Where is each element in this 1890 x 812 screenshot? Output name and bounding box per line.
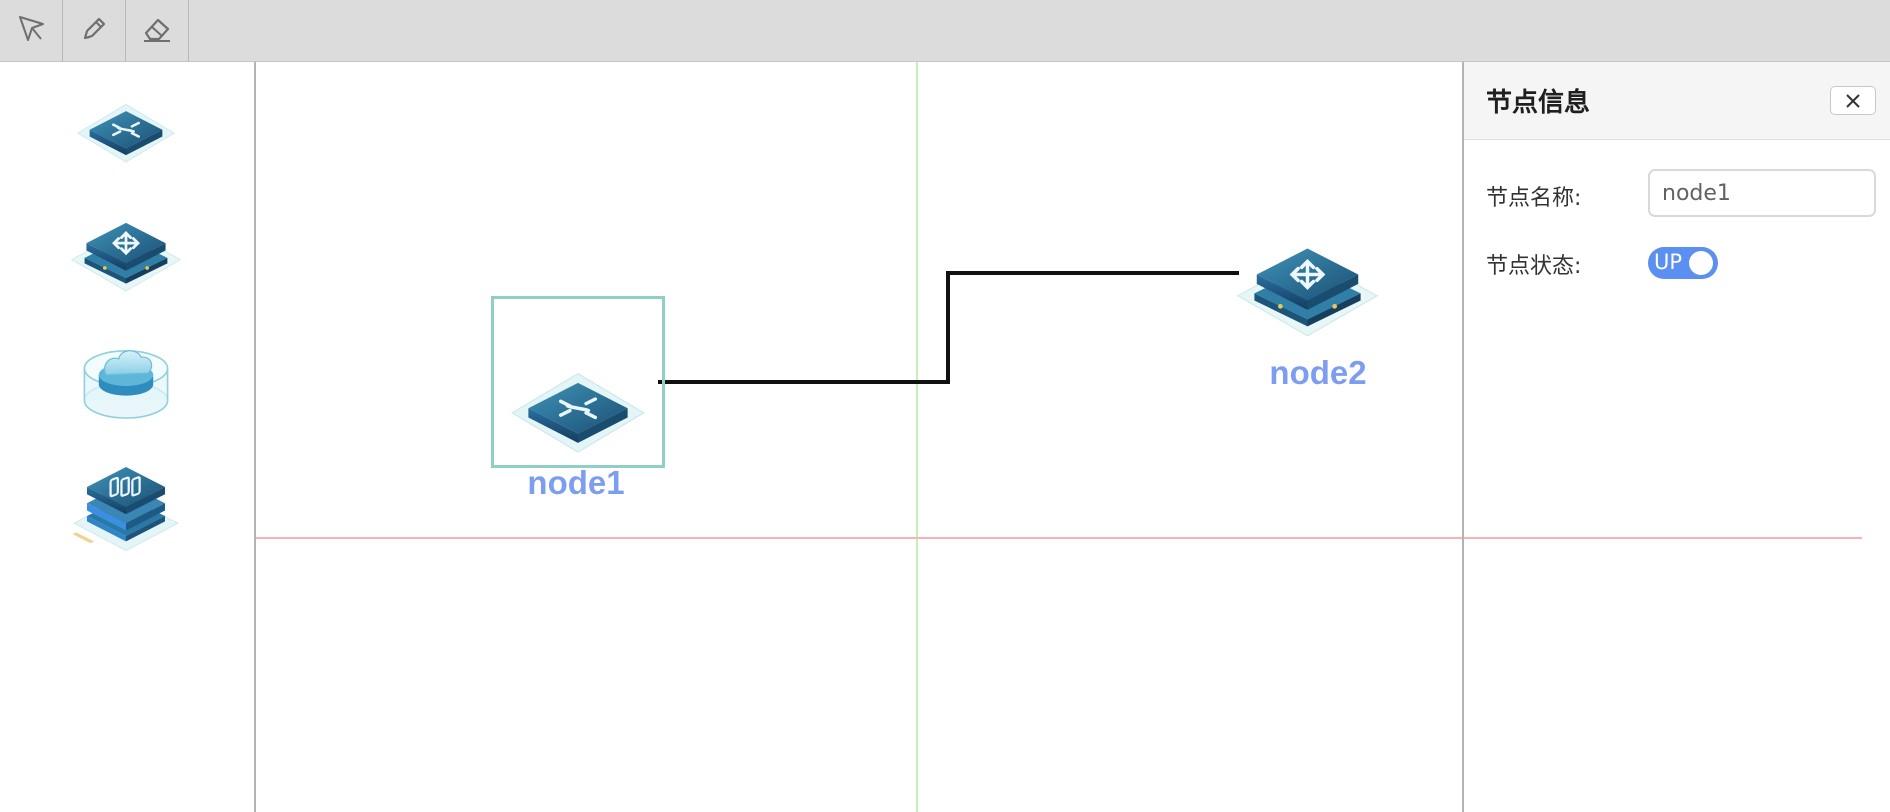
panel-title: 节点信息 <box>1486 88 1591 118</box>
router-device-icon <box>1230 232 1385 350</box>
palette-item-switch[interactable] <box>62 80 190 188</box>
palette-item-router[interactable] <box>62 202 190 310</box>
node-label: node1 <box>527 464 625 501</box>
router-device-icon <box>66 210 186 302</box>
panel-header: 节点信息 <box>1464 62 1890 140</box>
toggle-text: UP <box>1654 250 1683 274</box>
close-icon <box>1846 93 1860 108</box>
pencil-tool-button[interactable] <box>63 0 126 62</box>
toggle-knob <box>1689 251 1713 275</box>
node-status-toggle[interactable]: UP <box>1648 247 1718 279</box>
cursor-arrow-icon <box>14 12 48 50</box>
node-name-label: 节点名称: <box>1486 186 1582 211</box>
node-info-panel: 节点信息 节点名称: 节点状态: UP <box>1462 62 1890 812</box>
node-label: node2 <box>1269 354 1367 391</box>
toolbar <box>0 0 1890 62</box>
link-node1-node2[interactable] <box>658 271 1239 384</box>
canvas-axes <box>256 62 1462 812</box>
close-button[interactable] <box>1830 86 1876 115</box>
eraser-tool-button[interactable] <box>126 0 189 62</box>
node-node2[interactable] <box>1230 232 1390 352</box>
topology-canvas[interactable]: node1 node2 <box>256 62 1462 812</box>
node-status-label: 节点状态: <box>1486 254 1582 279</box>
eraser-icon <box>140 12 174 50</box>
server-device-icon <box>67 456 185 556</box>
switch-device-icon <box>71 94 181 174</box>
selection-box <box>491 296 665 468</box>
device-palette <box>0 62 256 812</box>
switch-device-icon <box>503 362 653 466</box>
node-node1[interactable] <box>496 362 666 472</box>
palette-item-cloud[interactable] <box>62 324 190 432</box>
x-axis-line-extension <box>1464 537 1862 539</box>
pencil-icon <box>77 12 111 50</box>
palette-item-server[interactable] <box>62 452 190 560</box>
node-name-input[interactable] <box>1648 169 1876 217</box>
select-tool-button[interactable] <box>0 0 63 62</box>
cloud-device-icon <box>74 328 178 428</box>
